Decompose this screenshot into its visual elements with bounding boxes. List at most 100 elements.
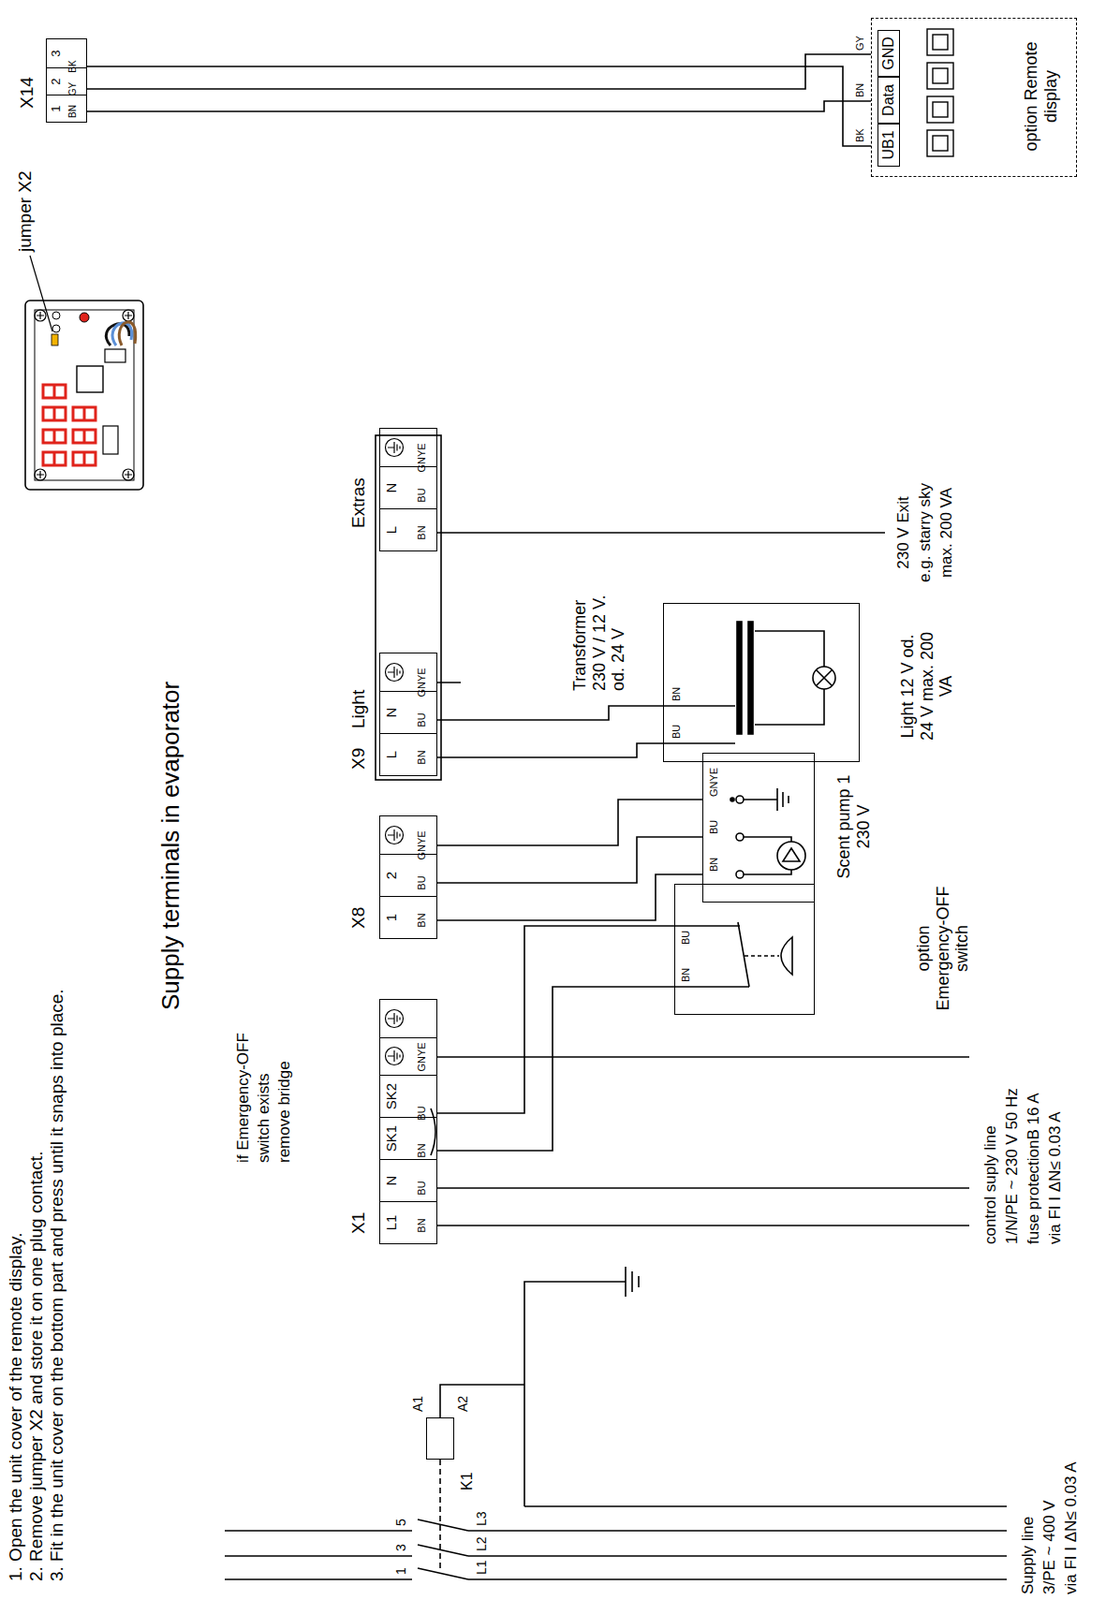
terminal-wires — [437, 1057, 970, 1226]
screw — [122, 309, 134, 322]
wire-colour-code: BN — [679, 968, 693, 983]
wire-colour-code: BU — [707, 820, 721, 835]
terminal-cell: 1 — [46, 94, 87, 122]
leader-line — [29, 255, 53, 332]
transformer-symbol — [663, 621, 836, 744]
node-text: A2 — [455, 1384, 471, 1413]
seven-segment-digit — [73, 452, 96, 466]
terminal-number: L — [380, 509, 399, 551]
terminal-number: N — [380, 1160, 399, 1202]
wire-colour-code: BU — [415, 702, 428, 738]
terminal-wires — [375, 435, 442, 781]
terminal-cell: SK1 — [380, 1117, 437, 1160]
earth-symbol — [383, 825, 405, 846]
remote-display-picture — [105, 324, 130, 346]
transformer-symbol — [748, 621, 753, 735]
supply-contactor — [524, 1282, 1007, 1507]
terminal-cell: 1 — [380, 896, 437, 939]
earth-symbol — [383, 662, 405, 683]
earth-symbol — [387, 666, 400, 679]
wire — [87, 66, 871, 147]
emergency-switch-symbol — [781, 937, 793, 975]
scent-pump-symbol — [743, 837, 792, 875]
supply-contactor — [439, 1459, 442, 1569]
remote-display-picture — [104, 349, 126, 363]
wire — [437, 874, 703, 921]
transformer-symbol — [663, 706, 736, 744]
supply-contactor — [468, 1531, 1007, 1580]
scent-pump-symbol — [736, 870, 744, 879]
terminal-cell: 2 — [380, 854, 437, 897]
wire-colour-code: BN — [854, 82, 867, 99]
earth-symbol — [625, 1267, 639, 1298]
remote-display-picture — [76, 366, 104, 393]
terminal-cell — [380, 1000, 437, 1038]
terminal-number: 1 — [380, 897, 399, 939]
node-text: GND — [877, 29, 900, 77]
terminal-cell — [380, 1037, 437, 1076]
terminal-cell — [380, 428, 437, 467]
supply-contactor — [440, 1385, 525, 1418]
transformer-symbol — [737, 621, 742, 735]
terminal-cell: L — [380, 508, 437, 551]
screw — [36, 311, 45, 320]
scent-pump-symbol — [730, 788, 806, 879]
wire-colour-code: BU — [679, 930, 693, 945]
node-text: Light 12 V od. 24 V max. 200 VA — [898, 630, 957, 743]
wire-colour-code: BK — [854, 127, 867, 144]
wire — [437, 706, 664, 721]
terminal-cell — [380, 816, 437, 855]
wire-colour-code: GNYE — [415, 664, 428, 701]
wire-colour-code: BU — [415, 1095, 428, 1132]
remote-display-picture — [51, 334, 59, 346]
wire-colour-code: GNYE — [415, 827, 428, 864]
supply-contactor — [224, 1282, 1007, 1580]
remote-display-picture — [79, 312, 89, 323]
node-text: option Emergency-OFF switch — [914, 883, 973, 1015]
terminal-name: X14 — [16, 76, 38, 109]
scent-pump-symbol — [777, 841, 806, 871]
button — [927, 62, 954, 89]
emergency-switch-symbol — [744, 955, 780, 958]
scent-pump-symbol — [736, 833, 744, 841]
wire — [87, 101, 871, 112]
screw — [124, 471, 133, 479]
wire-colour-code: BU — [415, 477, 428, 514]
scent-pump-symbol — [730, 797, 735, 802]
remote-display-picture — [43, 384, 96, 466]
terminal-number: 2 — [380, 855, 399, 897]
wire-colour-code: BN — [670, 687, 683, 702]
note-text: via FI I ΔN≤ 0.03 A — [1061, 1461, 1081, 1595]
terminal-name: Extras — [348, 477, 369, 529]
transformer-symbol — [754, 631, 825, 725]
node-text: A1 — [410, 1384, 426, 1413]
node-text: K1 — [458, 1462, 476, 1491]
transformer-symbol — [816, 670, 833, 687]
screw — [34, 309, 46, 322]
seven-segment-digit — [73, 407, 96, 421]
transformer-box: Transformer 230 V / 12 V. od. 24 VLight … — [663, 603, 860, 763]
terminal-block: X1L1NSK1SK2 — [379, 999, 438, 1245]
note-text: jumper X2 — [14, 170, 36, 252]
wire-colour-code: GY — [854, 34, 867, 52]
remote-display-picture — [118, 322, 135, 346]
note-text: 2. Remove jumper X2 and store it on one … — [26, 1151, 47, 1582]
note-text: via FI I ΔN≤ 0.03 A — [1046, 1111, 1065, 1245]
button — [932, 68, 948, 84]
wire — [437, 926, 675, 1114]
pin-label: 3 — [393, 1544, 409, 1552]
terminal-cell — [380, 653, 437, 692]
terminal-number: SK2 — [380, 1076, 399, 1118]
note-text: max. 200 VA — [937, 457, 957, 608]
seven-segment-digit — [43, 384, 66, 399]
remote-display-picture — [103, 426, 118, 455]
scent-pump-symbol — [743, 788, 789, 812]
wire-colour-code: BN — [67, 101, 79, 123]
wire-colour-code: BU — [415, 1170, 428, 1207]
terminal-name: X1 — [348, 1212, 369, 1235]
note-text: Supply terminals in evaporator — [157, 681, 186, 1011]
terminal-cell: N — [380, 691, 437, 734]
wire-colour-code: BN — [415, 739, 428, 776]
note-text: 3. Fit in the unit cover on the bottom p… — [46, 988, 68, 1582]
earth-symbol — [383, 1008, 405, 1030]
